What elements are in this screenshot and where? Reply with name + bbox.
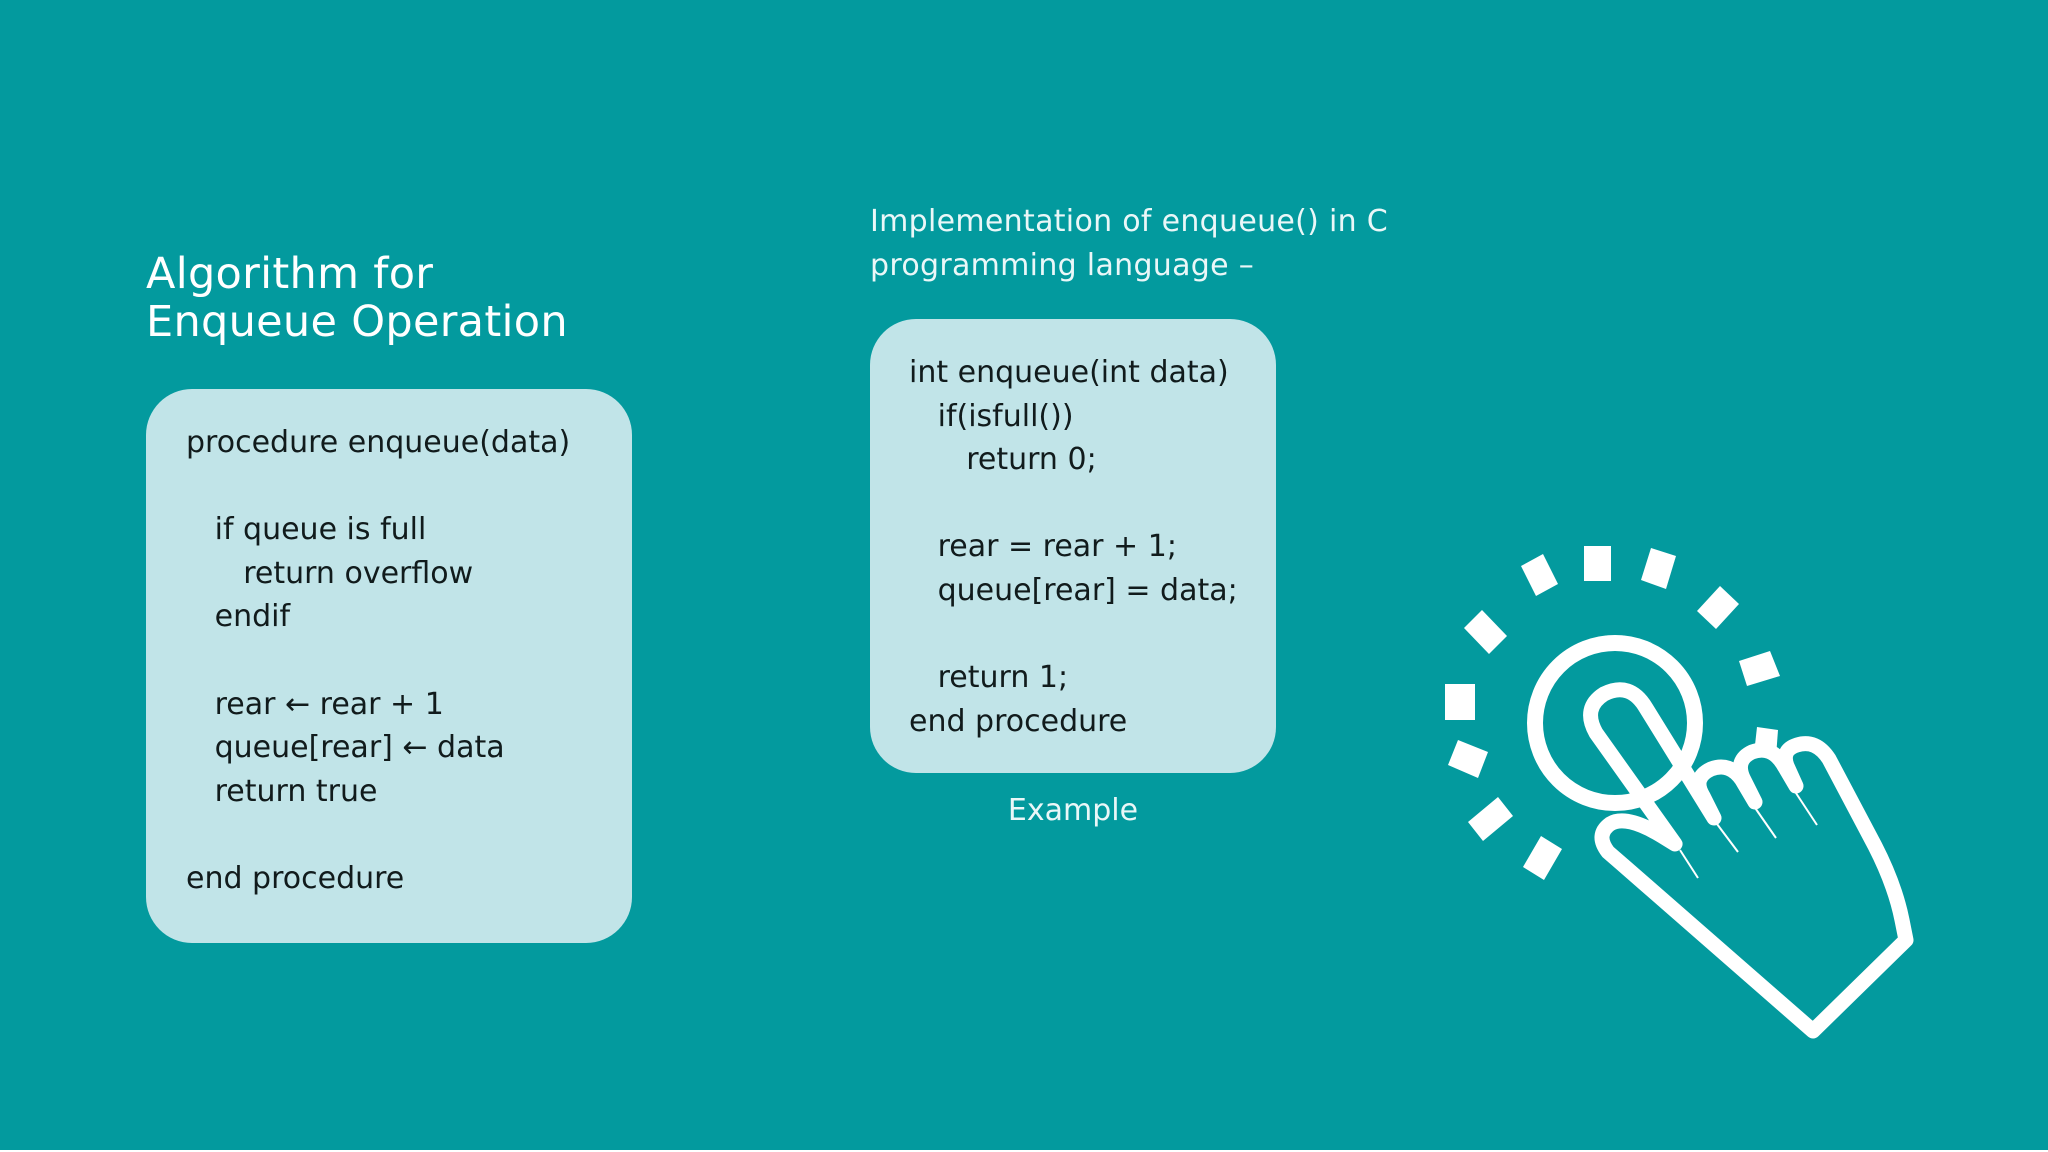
code-line [186,465,632,509]
code-line: queue[rear] = data; [909,572,1238,608]
code-line: int enqueue(int data) [909,355,1229,390]
tap-hand-icon [1445,546,1914,1039]
code-line: return overflow [186,555,474,591]
code-line: end procedure [186,860,405,896]
code-line: return 0; [909,442,1097,478]
implementation-heading: Implementation of enqueue() in C program… [870,204,1389,283]
algorithm-title: Algorithm for Enqueue Operation [146,249,568,347]
code-line: endif [186,599,291,635]
code-line: rear = rear + 1; [909,529,1177,565]
code-line [186,639,632,683]
code-line: return true [186,773,378,809]
code-line: if queue is full [186,512,427,548]
code-line: procedure enqueue(data) [186,425,571,460]
code-line: end procedure [909,703,1128,739]
bottom-border [0,1150,2048,1152]
code-line [186,813,632,857]
code-line: rear ← rear + 1 [186,686,444,722]
code-line [909,613,1276,657]
code-line [909,482,1276,526]
code-line: if(isfull()) [909,398,1074,434]
code-line: return 1; [909,660,1069,696]
code-line: queue[rear] ← data [186,730,505,766]
algorithm-code-card: procedure enqueue(data) if queue is full… [146,389,632,943]
example-caption: Example [1007,793,1139,828]
c-code-card: int enqueue(int data) if(isfull()) retur… [870,319,1276,773]
